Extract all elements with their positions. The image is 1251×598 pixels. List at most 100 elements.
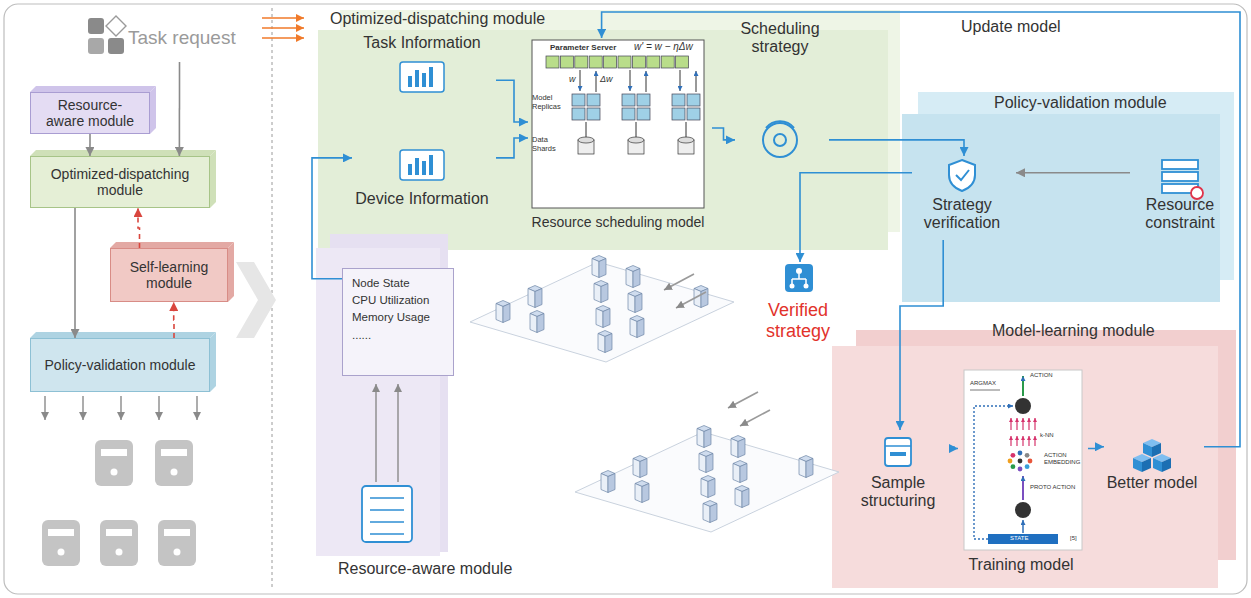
platform-arrow (728, 392, 758, 408)
parameter-server-figure (672, 94, 685, 106)
info-item: Device Information (352, 148, 496, 214)
parameter-server-figure (637, 94, 650, 106)
sample-icon (885, 438, 911, 466)
datacenter (635, 484, 642, 503)
training-figure (1022, 476, 1024, 500)
box-face (150, 86, 156, 134)
node-label: Model-learning module (992, 322, 1155, 340)
training-figure (1034, 418, 1035, 430)
training-model: Training modelARGMAXACTIONk-NNACTION EMB… (958, 368, 1088, 580)
datacenter (710, 504, 717, 523)
connector (496, 80, 528, 122)
datacenter (703, 504, 710, 523)
datacenter (470, 262, 734, 362)
server-icon (95, 440, 133, 486)
box-face (210, 150, 216, 208)
node-text: ...... (352, 329, 371, 342)
server-icon (106, 529, 132, 536)
model-icon (1133, 439, 1171, 472)
state-server-icon (362, 384, 412, 542)
parameter-server-figure (580, 70, 581, 91)
parameter-server-figure (578, 137, 594, 143)
parameter-server-figure (618, 56, 631, 68)
datacenter (699, 454, 706, 473)
datacenter (575, 432, 839, 532)
training-figure (1028, 418, 1029, 430)
training-figure (1011, 453, 1016, 458)
server-icon (158, 520, 196, 566)
server-icon (164, 529, 190, 536)
chart-icon (422, 161, 426, 175)
connector (312, 158, 352, 279)
task-request: Task request (86, 16, 256, 62)
shield-icon (956, 170, 969, 180)
info-item: Task Information (352, 34, 496, 100)
datacenter (605, 334, 612, 353)
datacenter (598, 334, 605, 353)
datacenter (708, 479, 715, 498)
connector (173, 302, 175, 338)
chart-icon (400, 62, 444, 92)
parameter-server-figure (587, 108, 600, 120)
node-text: w (569, 74, 576, 84)
parameter-server-figure (647, 56, 660, 68)
module-panel: Policy-validation moduleStrategy verific… (902, 92, 1243, 302)
training-figure (1022, 520, 1024, 533)
module-box: Resource-aware module (30, 92, 150, 134)
schedule-icon (766, 121, 794, 128)
datacenter (530, 314, 537, 333)
connector (496, 138, 528, 158)
orange-arrow (262, 17, 304, 19)
orange-arrow (262, 37, 304, 39)
outer-frame (4, 4, 1247, 594)
chart-icon (408, 164, 412, 175)
parameter-server-figure (687, 108, 700, 120)
datacenter (806, 459, 813, 478)
parameter-server-figure (589, 56, 602, 68)
constraint-item: Resource constraint (1130, 156, 1234, 240)
node-text: [5] (1070, 535, 1077, 542)
parameter-server-figure (676, 56, 689, 68)
training-figure (1022, 436, 1023, 446)
datacenter (630, 319, 637, 338)
server-icon (171, 469, 178, 476)
parameter-server-figure (686, 122, 687, 138)
verified-icon (785, 264, 813, 292)
verified-strategy: Verified strategy (752, 262, 848, 380)
datacenter (731, 439, 738, 458)
scheduling-model: Parameter Serverw' = w − ηΔwwΔwModel Rep… (528, 38, 712, 238)
module-panel: Resource-aware moduleNode StateCPU Utili… (316, 240, 562, 586)
parameter-server-figure (532, 40, 704, 208)
parameter-server-figure (572, 108, 585, 120)
task-icon (88, 16, 126, 54)
module-panel: Model-learning moduleSample structuringT… (832, 316, 1243, 588)
model-item: Better model (1104, 430, 1204, 514)
training-figure (1016, 418, 1017, 430)
training-figure (1028, 459, 1033, 464)
training-figure (1025, 453, 1030, 458)
parameter-server-figure (628, 137, 644, 143)
platform-arrow (664, 274, 694, 290)
node-text: Model Replicas (532, 94, 566, 111)
parameter-server-figure (687, 94, 700, 106)
parameter-server-figure (622, 108, 635, 120)
training-figure (1022, 376, 1024, 396)
training-figure (1015, 502, 1031, 518)
task-icon (88, 38, 104, 54)
node-label: Policy-validation module (994, 94, 1167, 112)
node-label: Task request (128, 27, 236, 49)
parameter-server-figure (572, 94, 585, 106)
shield-icon (949, 160, 975, 191)
datacenter (592, 259, 599, 278)
schedule-icon (763, 121, 797, 157)
datacenter (601, 474, 608, 493)
chevron (236, 262, 276, 338)
server-icon (116, 549, 123, 556)
connector (950, 447, 958, 449)
datacenter (603, 309, 610, 328)
training-figure (1015, 398, 1031, 414)
training-figure (1018, 451, 1023, 456)
datacenter (528, 289, 535, 308)
datacenter (633, 459, 640, 478)
node-text: Δw (600, 74, 613, 84)
